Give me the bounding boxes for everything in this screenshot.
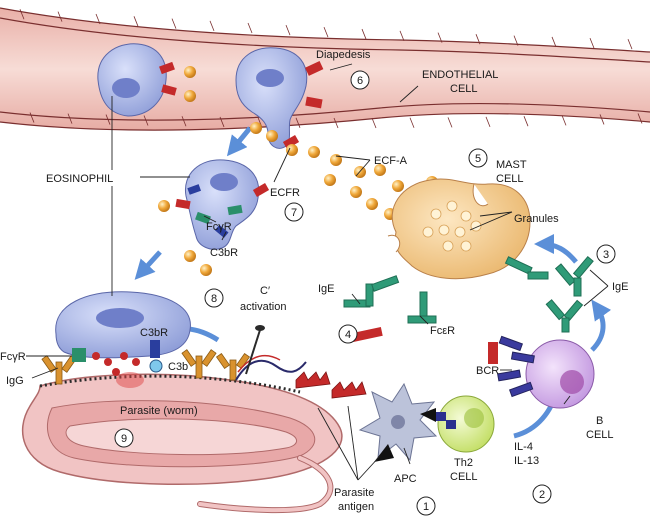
- step-number-4: 4: [345, 329, 351, 341]
- released-granule-2: [120, 352, 128, 360]
- parasite-worm: [21, 373, 343, 514]
- ige-on-mast-cell: [343, 256, 549, 324]
- mast-granule-4: [454, 226, 466, 238]
- ecf-granule-12: [350, 186, 362, 198]
- label-ecf-a: ECF-A: [374, 155, 408, 167]
- step-6: 6: [350, 70, 370, 90]
- label-b: B: [596, 415, 603, 427]
- complement-activation: [235, 325, 307, 381]
- step-number-6: 6: [357, 75, 363, 87]
- text-labels: Diapedesis ENDOTHELIAL CELL EOSINOPHIL E…: [0, 49, 629, 513]
- antigen-presenting-cell: [358, 382, 438, 462]
- label-b-cell: CELL: [586, 429, 614, 441]
- igg-on-worm: [41, 349, 251, 385]
- ecf-granule-13: [324, 174, 336, 186]
- mast-granule-2: [460, 210, 472, 222]
- step-number-3: 3: [603, 249, 609, 261]
- label-endothelial: ENDOTHELIAL: [422, 69, 498, 81]
- ecf-granule-0: [250, 122, 262, 134]
- label-antigen: antigen: [338, 501, 374, 513]
- mast-granule-7: [442, 240, 454, 252]
- eosinophil-attached-to-worm: [55, 291, 191, 388]
- label-apc: APC: [394, 473, 417, 485]
- bcr-receptors: [497, 335, 535, 398]
- ecf-granule-2: [286, 144, 298, 156]
- label-activation: activation: [240, 301, 286, 313]
- label-il4: IL-4: [514, 441, 533, 453]
- step-number-5: 5: [475, 153, 481, 165]
- ecf-granule-1: [266, 130, 278, 142]
- label-granules: Granules: [514, 213, 559, 225]
- label-mast-cell: CELL: [496, 173, 524, 185]
- released-granule-0: [92, 352, 100, 360]
- leader-lines: [26, 63, 609, 481]
- step-number-7: 7: [291, 207, 297, 219]
- step-4: 4: [338, 324, 358, 344]
- label-th2-cell: CELL: [450, 471, 478, 483]
- step-8: 8: [204, 288, 224, 308]
- step-7: 7: [284, 202, 304, 222]
- step-number-2: 2: [539, 489, 545, 501]
- label-il13: IL-13: [514, 455, 539, 467]
- label-parasite-worm: Parasite (worm): [120, 405, 198, 417]
- ecf-granule-6: [374, 164, 386, 176]
- eosinophil-activated: [158, 159, 270, 276]
- blood-vessel: [0, 7, 650, 131]
- eosinophil-in-vessel: [97, 43, 196, 117]
- label-c3br-bound: C3bR: [140, 327, 168, 339]
- step-numbers: 1 2 3 4 5 6 7 8 9: [114, 70, 616, 516]
- label-diapedesis: Diapedesis: [316, 49, 371, 61]
- label-ige-left: IgE: [318, 283, 335, 295]
- mast-granule-6: [422, 226, 434, 238]
- mast-granule-3: [438, 224, 450, 236]
- step-1: 1: [416, 496, 436, 516]
- th2-cell: [434, 395, 495, 453]
- label-endothelial-cell: CELL: [450, 83, 478, 95]
- b-cell: [488, 335, 595, 409]
- ecf-granule-10: [366, 198, 378, 210]
- released-granules: [92, 352, 140, 376]
- label-c3br: C3bR: [210, 247, 238, 259]
- label-mast: MAST: [496, 159, 527, 171]
- label-igg: IgG: [6, 375, 24, 387]
- step-3: 3: [596, 244, 616, 264]
- mast-granule-1: [446, 200, 458, 212]
- released-granule-1: [104, 358, 112, 366]
- released-granule-3: [132, 358, 140, 366]
- label-th2: Th2: [454, 457, 473, 469]
- label-c-prime: C′: [260, 285, 270, 297]
- ecf-granule-7: [392, 180, 404, 192]
- step-number-1: 1: [423, 501, 429, 513]
- ecf-granule-3: [308, 146, 320, 158]
- step-number-9: 9: [121, 433, 127, 445]
- mast-cell: [343, 178, 549, 343]
- label-bcr: BCR: [476, 365, 499, 377]
- label-fcgammar-left: FcγR: [0, 351, 26, 363]
- step-5: 5: [468, 148, 488, 168]
- label-fcgammar: FcγR: [206, 221, 232, 233]
- step-2: 2: [532, 484, 552, 504]
- label-ige-right: IgE: [612, 281, 629, 293]
- eosinophil-diapedesis: [235, 47, 324, 149]
- label-c3b: C3b: [168, 361, 188, 373]
- mast-granule-0: [430, 208, 442, 220]
- label-eosinophil: EOSINOPHIL: [46, 173, 113, 185]
- label-parasite: Parasite: [334, 487, 374, 499]
- label-ecfr: ECFR: [270, 187, 300, 199]
- mast-cell-granules: [422, 200, 482, 252]
- label-fcepsilonr: FcεR: [430, 325, 455, 337]
- released-granule-4: [112, 368, 120, 376]
- step-number-8: 8: [211, 293, 217, 305]
- ecf-granule-4: [330, 154, 342, 166]
- mast-granule-8: [460, 240, 472, 252]
- parasite-antigens: [295, 371, 367, 399]
- free-ige-antibodies: [545, 255, 594, 333]
- step-9: 9: [114, 428, 134, 448]
